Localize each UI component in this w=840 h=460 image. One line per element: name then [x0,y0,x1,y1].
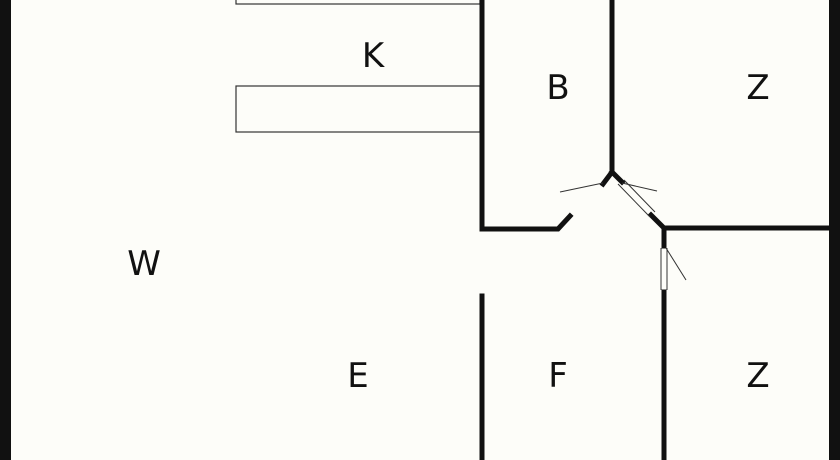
room-label-e: E [347,356,368,396]
room-label-f: F [548,356,568,396]
room-label-z-bottom: Z [746,356,769,396]
door-opening-diagonal-a [617,183,651,218]
room-label-z-top: Z [746,68,769,108]
outer-wall-right [829,0,840,460]
door-markers [559,179,687,290]
room-label-w: W [127,244,161,284]
room-label-b: B [546,68,569,108]
outer-wall-left [0,0,11,460]
wall-bathroom-left [479,0,574,232]
door-leaf-room-z [665,247,687,281]
interior-walls [479,0,832,460]
room-label-k: K [362,36,386,76]
door-opening-diagonal-b [623,179,656,213]
kitchen-counter-top [235,0,481,5]
door-leaf-bathroom [559,182,604,193]
wall-junction-diagonal [608,168,626,186]
